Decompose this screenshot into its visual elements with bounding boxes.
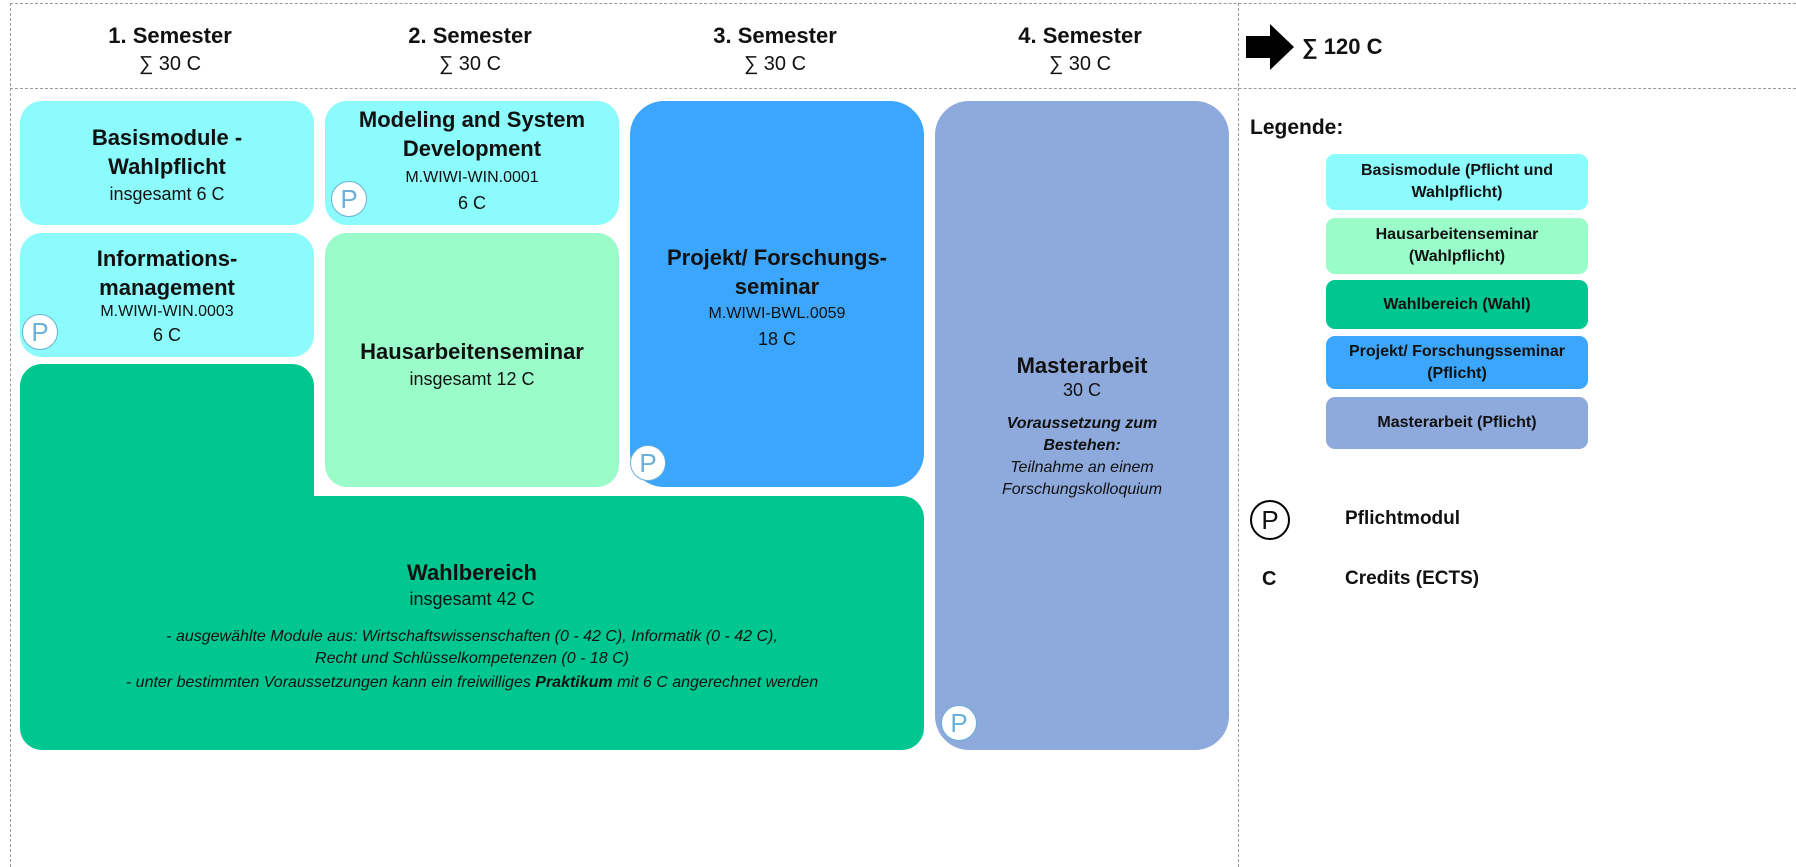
semester-title: 2. Semester xyxy=(408,23,532,48)
wahlbereich-line2: Recht und Schlüsselkompetenzen (0 - 18 C… xyxy=(315,650,629,667)
semester-4-header: 4. Semester ∑ 30 C xyxy=(950,22,1210,78)
pflicht-icon: P xyxy=(941,705,977,741)
praktikum-label: Praktikum xyxy=(535,674,613,691)
informationsmanagement-credits: 6 C xyxy=(152,325,181,345)
wahlbereich-title: Wahlbereich xyxy=(407,560,537,585)
hausarbeitenseminar-credits: insgesamt 12 C xyxy=(409,369,535,389)
basismodule-credits: insgesamt 6 C xyxy=(109,184,225,204)
informationsmanagement-title: Informations- management xyxy=(96,246,238,300)
legend-credits-label: Credits (ECTS) xyxy=(1345,568,1480,589)
semester-1-header: 1. Semester ∑ 30 C xyxy=(40,22,300,78)
pflicht-icon: P xyxy=(630,445,666,481)
basismodule-title: Basismodule - Wahlpflicht xyxy=(91,125,243,179)
semester-2-header: 2. Semester ∑ 30 C xyxy=(340,22,600,78)
legend-item-projekt: Projekt/ Forschungsseminar (Pflicht) xyxy=(1326,336,1588,389)
hausarbeitenseminar-module: Hausarbeitenseminar insgesamt 12 C xyxy=(325,233,619,487)
projekt-code: M.WIWI-BWL.0059 xyxy=(708,305,846,322)
projekt-credits: 18 C xyxy=(757,329,797,349)
informationsmanagement-module: Informations- management M.WIWI-WIN.0003… xyxy=(20,233,314,357)
pflicht-icon: P xyxy=(331,181,367,217)
arrow-right-icon xyxy=(1246,24,1294,70)
pflicht-icon: P xyxy=(22,314,58,350)
legend-item-basismodule: Basismodule (Pflicht und Wahlpflicht) xyxy=(1326,154,1588,210)
legend-item-wahlbereich: Wahlbereich (Wahl) xyxy=(1326,280,1588,329)
basismodule-module: Basismodule - Wahlpflicht insgesamt 6 C xyxy=(20,101,314,225)
modeling-code: M.WIWI-WIN.0001 xyxy=(405,169,539,186)
informationsmanagement-code: M.WIWI-WIN.0003 xyxy=(100,303,234,320)
legend-credits-symbol: C xyxy=(1262,568,1277,590)
wahlbereich-line3: - unter bestimmten Voraussetzungen kann … xyxy=(20,672,924,694)
frame-top xyxy=(10,3,1796,4)
wahlbereich-line3-text: - unter bestimmten Voraussetzungen kann … xyxy=(125,674,536,691)
masterarbeit-module: Masterarbeit 30 C Voraussetzung zum Best… xyxy=(935,101,1229,750)
wahlbereich-credits: insgesamt 42 C xyxy=(409,589,535,609)
wahlbereich-line3-text-end: mit 6 C angerechnet werden xyxy=(612,674,819,691)
total-credits-label: ∑ 120 C xyxy=(1302,34,1383,59)
semester-credits: ∑ 30 C xyxy=(743,53,807,75)
semester-title: 4. Semester xyxy=(1018,23,1142,48)
masterarbeit-requirement-text: Teilnahme an einem Forschungskolloquium xyxy=(1001,459,1163,498)
semester-credits: ∑ 30 C xyxy=(1048,53,1112,75)
legend-item-hausarbeitenseminar: Hausarbeitenseminar (Wahlpflicht) xyxy=(1326,218,1588,274)
wahlbereich-line1: - ausgewählte Module aus: Wirtschaftswis… xyxy=(166,628,778,645)
frame-left xyxy=(10,3,11,867)
wahlbereich-module: Wahlbereich insgesamt 42 C - ausgewählte… xyxy=(20,496,924,750)
projekt-forschungsseminar-module: Projekt/ Forschungs- seminar M.WIWI-BWL.… xyxy=(630,101,924,487)
projekt-title-line2: seminar xyxy=(734,274,820,299)
frame-legend-divider xyxy=(1238,3,1239,867)
legend-title: Legende: xyxy=(1250,116,1344,139)
semester-title: 1. Semester xyxy=(108,23,232,48)
masterarbeit-title: Masterarbeit xyxy=(1016,353,1148,378)
hausarbeitenseminar-title: Hausarbeitenseminar xyxy=(360,339,584,364)
modeling-credits: 6 C xyxy=(457,193,486,213)
semester-title: 3. Semester xyxy=(713,23,837,48)
total-credits: ∑ 120 C xyxy=(1244,22,1444,72)
frame-header-divider xyxy=(10,88,1796,89)
legend-pflicht-icon: P xyxy=(1250,500,1290,540)
modeling-title: Modeling and System Development xyxy=(358,107,586,161)
modeling-module: Modeling and System Development M.WIWI-W… xyxy=(325,101,619,225)
semester-credits: ∑ 30 C xyxy=(438,53,502,75)
masterarbeit-requirement-label: Voraussetzung zum Bestehen: xyxy=(1006,415,1158,454)
projekt-title-line1: Projekt/ Forschungs- xyxy=(666,245,888,270)
semester-3-header: 3. Semester ∑ 30 C xyxy=(645,22,905,78)
masterarbeit-credits: 30 C xyxy=(1062,380,1102,400)
legend-pflicht-label: Pflichtmodul xyxy=(1345,508,1461,529)
semester-credits: ∑ 30 C xyxy=(138,53,202,75)
legend-item-masterarbeit: Masterarbeit (Pflicht) xyxy=(1326,397,1588,449)
